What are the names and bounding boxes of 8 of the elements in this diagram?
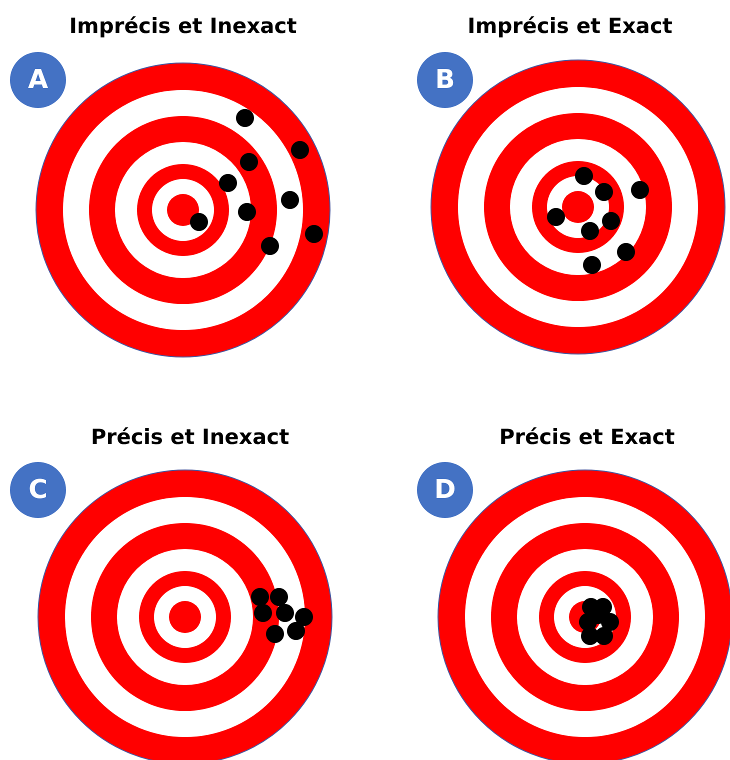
letter-badge: D (417, 462, 473, 518)
panel-title: Précis et Inexact (90, 425, 290, 449)
letter-badge: C (10, 462, 66, 518)
panel-title: Imprécis et Exact (468, 14, 672, 38)
panel-title: Imprécis et Inexact (69, 14, 297, 38)
letter-badge: B (417, 52, 473, 108)
panel-title: Précis et Exact (499, 425, 675, 449)
letter-badge: A (10, 52, 66, 108)
